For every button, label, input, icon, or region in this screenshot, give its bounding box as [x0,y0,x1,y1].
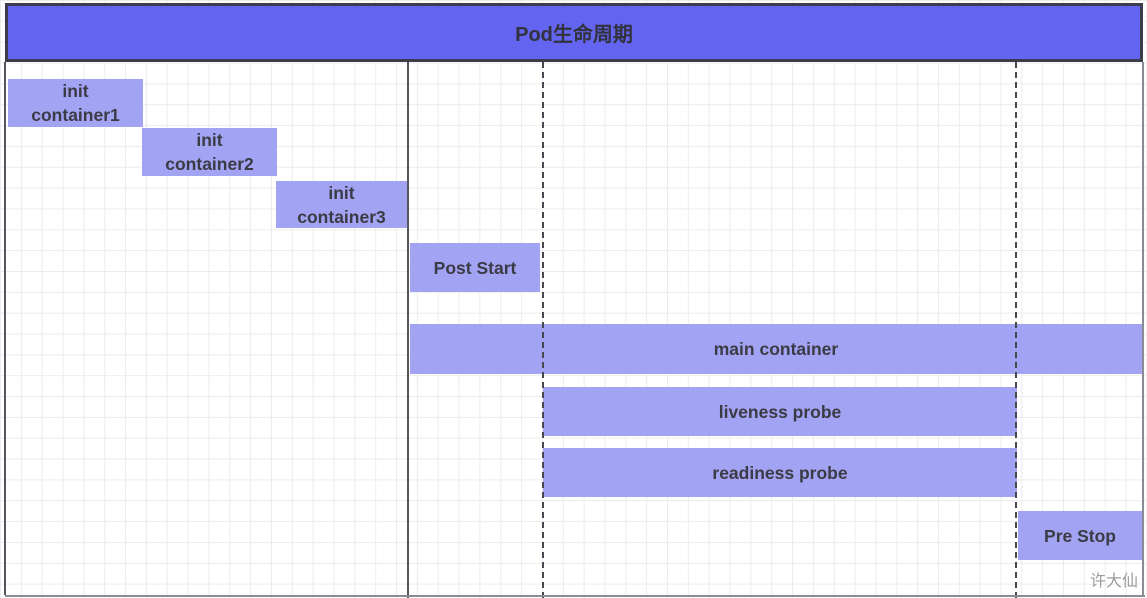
bar-pre-stop: Pre Stop [1018,511,1142,560]
bar-init-container1-label: init container1 [31,81,120,125]
bar-pre-stop-label: Pre Stop [1044,525,1116,546]
frame-right-line [1142,62,1144,595]
watermark: 许大仙 [1089,573,1138,590]
bar-liveness-probe: liveness probe [543,387,1017,436]
bar-readiness-probe: readiness probe [543,448,1017,497]
diagram-title: Pod生命周期 [515,24,633,46]
bar-readiness-probe-label: readiness probe [712,462,848,483]
bar-init-container2: init container2 [142,128,277,176]
bar-init-container2-label: init container2 [165,130,254,174]
diagram-title-banner: Pod生命周期 [5,3,1143,62]
bar-main-container: main container [410,324,1142,374]
phase-line-running-start [542,62,544,598]
bar-post-start: Post Start [410,243,540,292]
bar-post-start-label: Post Start [433,257,517,278]
phase-line-init-end [407,62,409,598]
bar-init-container1: init container1 [8,79,143,127]
frame-bottom-line [5,595,1145,597]
bar-liveness-probe-label: liveness probe [718,401,842,422]
bar-init-container3: init container3 [276,181,407,228]
bar-init-container3-label: init container3 [297,182,386,227]
phase-line-terminating-start [1015,62,1017,598]
bar-main-container-label: main container [713,339,839,359]
frame-left-line [4,62,6,595]
